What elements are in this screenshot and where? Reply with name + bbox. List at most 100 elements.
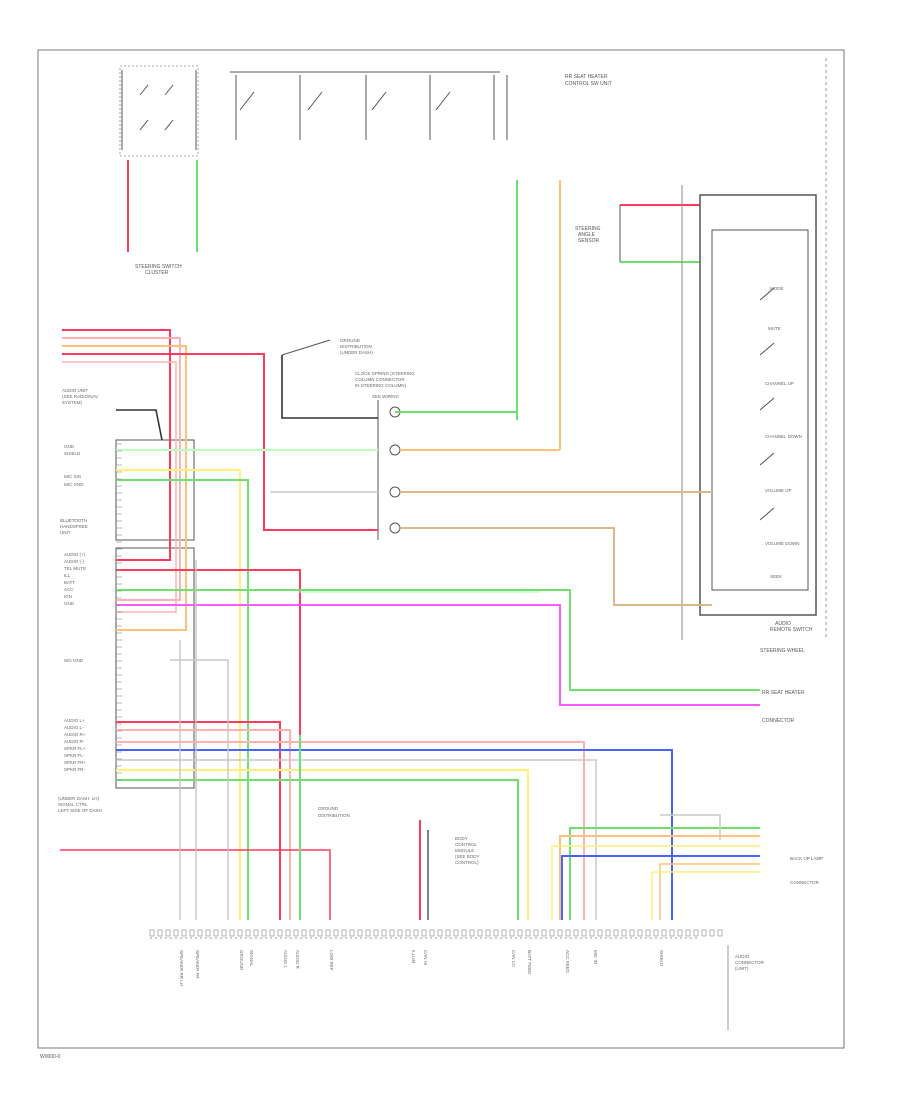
connector-pin: [157, 929, 163, 937]
pin-label-0: GND: [64, 444, 75, 449]
pin-label-18: SPKR FL-: [64, 753, 85, 758]
connector-pin: [485, 929, 491, 937]
diagram-frame: [37, 49, 845, 1049]
connector-pin: [477, 929, 483, 937]
bottom-pin-label-2: GROUND: [239, 950, 244, 971]
connector-pin: [261, 929, 267, 937]
pin-label-15: AUDIO R+: [64, 732, 86, 737]
clock-spring-label-1: CLOCK SPRING (STEERING: [355, 371, 415, 376]
top-switch-bank: [230, 71, 508, 140]
connector-pin: [669, 929, 675, 937]
connector-pin: [613, 929, 619, 937]
bottom-pin-label-10: BATT FEED: [527, 950, 532, 975]
pin-label-19: SPKR FR+: [64, 760, 87, 765]
connector-pin: [365, 929, 371, 937]
connector-pin: [453, 929, 459, 937]
bcm-label-5: CONTROL): [455, 860, 479, 865]
connector-pin: [533, 929, 539, 937]
switch-label-vol-down: VOLUME DOWN: [765, 541, 800, 546]
bottom-pin-label-0: SPEAKER RR LH: [179, 950, 184, 986]
pin-label-14: AUDIO L-: [64, 725, 84, 730]
pin-label-10: IGN: [64, 594, 72, 599]
bcm-label-4: (SEE BODY: [455, 854, 480, 859]
connector-pin: [277, 929, 283, 937]
mid-label-1: GROUND: [318, 806, 339, 811]
connector-pin: [333, 929, 339, 937]
connector-pin: [445, 929, 451, 937]
audio-unit-label-2: (SEE RADIO/NAV: [62, 394, 98, 399]
pin-label-1: SHIELD: [64, 451, 81, 456]
left-pin-labels: GND SHIELD MIC SIG MIC GND AUDIO (+) AUD…: [64, 444, 87, 772]
connector-pin: [373, 929, 379, 937]
bcm-label-2: CONTROL: [455, 842, 477, 847]
connector-pin: [717, 929, 723, 937]
connector-pin: [693, 929, 699, 937]
audio-unit-connector-upper: AUDIO UNIT (SEE RADIO/NAV SYSTEM): [62, 388, 195, 541]
lower-left-note: (UNDER DASH, LH) SIGNAL CTRL LEFT SIDE O…: [58, 796, 102, 813]
clock-spring-label-2: COLUMN CONNECTOR: [355, 377, 405, 382]
bcm-label-3: MODULE: [455, 848, 474, 853]
ground-label-3: (UNDER DASH): [340, 350, 373, 355]
rr-heater-conn-label-2: CONNECTOR: [762, 718, 795, 724]
bottom-pin-label-7: ILLUM: [411, 950, 416, 964]
bottom-pin-label-11: ACC FEED: [565, 950, 570, 974]
bottom-pin-label-6: LOW REF: [329, 950, 334, 971]
connector-pin: [469, 929, 475, 937]
backup-conn-label-2: CONNECTOR: [790, 880, 820, 885]
connector-pin: [285, 929, 291, 937]
bt-label-2: HANDSFREE: [60, 524, 88, 529]
top-right-label: RR SEAT HEATER CONTROL SW UNIT: [565, 74, 612, 87]
lower-left-note-1: (UNDER DASH, LH): [58, 796, 100, 801]
backup-conn-label-1: BACK UP LAMP: [790, 856, 823, 861]
clock-spring-label-4: SEE WIRING: [372, 394, 400, 399]
connector-pin: [293, 929, 299, 937]
connector-pin: [573, 929, 579, 937]
connector-pin: [269, 929, 275, 937]
switch-label-mode: MODE: [770, 286, 784, 291]
connector-pin: [645, 929, 651, 937]
pin-label-8: BATT: [64, 580, 75, 585]
bottom-pin-label-1: SPEAKER FR: [195, 950, 200, 979]
audio-remote-label-1: AUDIO: [775, 621, 791, 627]
connector-pin: [429, 929, 435, 937]
steering-switch-labels: MODE MUTE CHANNEL UP CHANNEL DOWN VOLUME…: [765, 286, 802, 579]
connector-pin: [165, 929, 171, 937]
pin-label-2: MIC SIG: [64, 474, 82, 479]
connector-pin: [237, 929, 243, 937]
connector-pin: [605, 929, 611, 937]
pin-label-5: AUDIO (-): [64, 559, 84, 564]
steering-sensor-label-3: SENSOR: [578, 238, 600, 244]
seat-switch-label: STEERING SWITCH CLUSTER: [135, 264, 182, 276]
pin-label-13: AUDIO L+: [64, 718, 85, 723]
pin-label-7: ILL: [64, 573, 71, 578]
body-control-note: BODY CONTROL MODULE (SEE BODY CONTROL): [455, 836, 480, 865]
connector-pin: [197, 929, 203, 937]
connector-pin: [653, 929, 659, 937]
connector-pin: [309, 929, 315, 937]
connector-pin: [421, 929, 427, 937]
pin-label-3: MIC GND: [64, 482, 84, 487]
connector-pin: [517, 929, 523, 937]
connector-pin: [397, 929, 403, 937]
connector-pin: [317, 929, 323, 937]
bt-label-3: UNIT: [60, 530, 71, 535]
ground-label-2: DISTRIBUTION: [340, 344, 372, 349]
ground-label-1: GROUND: [340, 338, 361, 343]
connector-pin: [205, 929, 211, 937]
connector-pin: [245, 929, 251, 937]
rr-heater-conn-label-1: RR SEAT HEATER: [762, 690, 805, 696]
connector-pin: [413, 929, 419, 937]
switch-label-vol-up: VOLUME UP: [765, 488, 792, 493]
pin-label-11: GND: [64, 601, 75, 606]
connector-pin: [677, 929, 683, 937]
bcm-label-1: BODY: [455, 836, 468, 841]
pin-label-16: AUDIO R-: [64, 739, 85, 744]
connector-pin: [509, 929, 515, 937]
connector-pin: [549, 929, 555, 937]
clock-spring: [377, 400, 401, 540]
horizontal-wires: [116, 411, 760, 920]
pin-label-6: TEL MUTE: [64, 566, 86, 571]
pin-label-4: AUDIO (+): [64, 552, 86, 557]
pin-label-17: SPKR FL+: [64, 746, 86, 751]
